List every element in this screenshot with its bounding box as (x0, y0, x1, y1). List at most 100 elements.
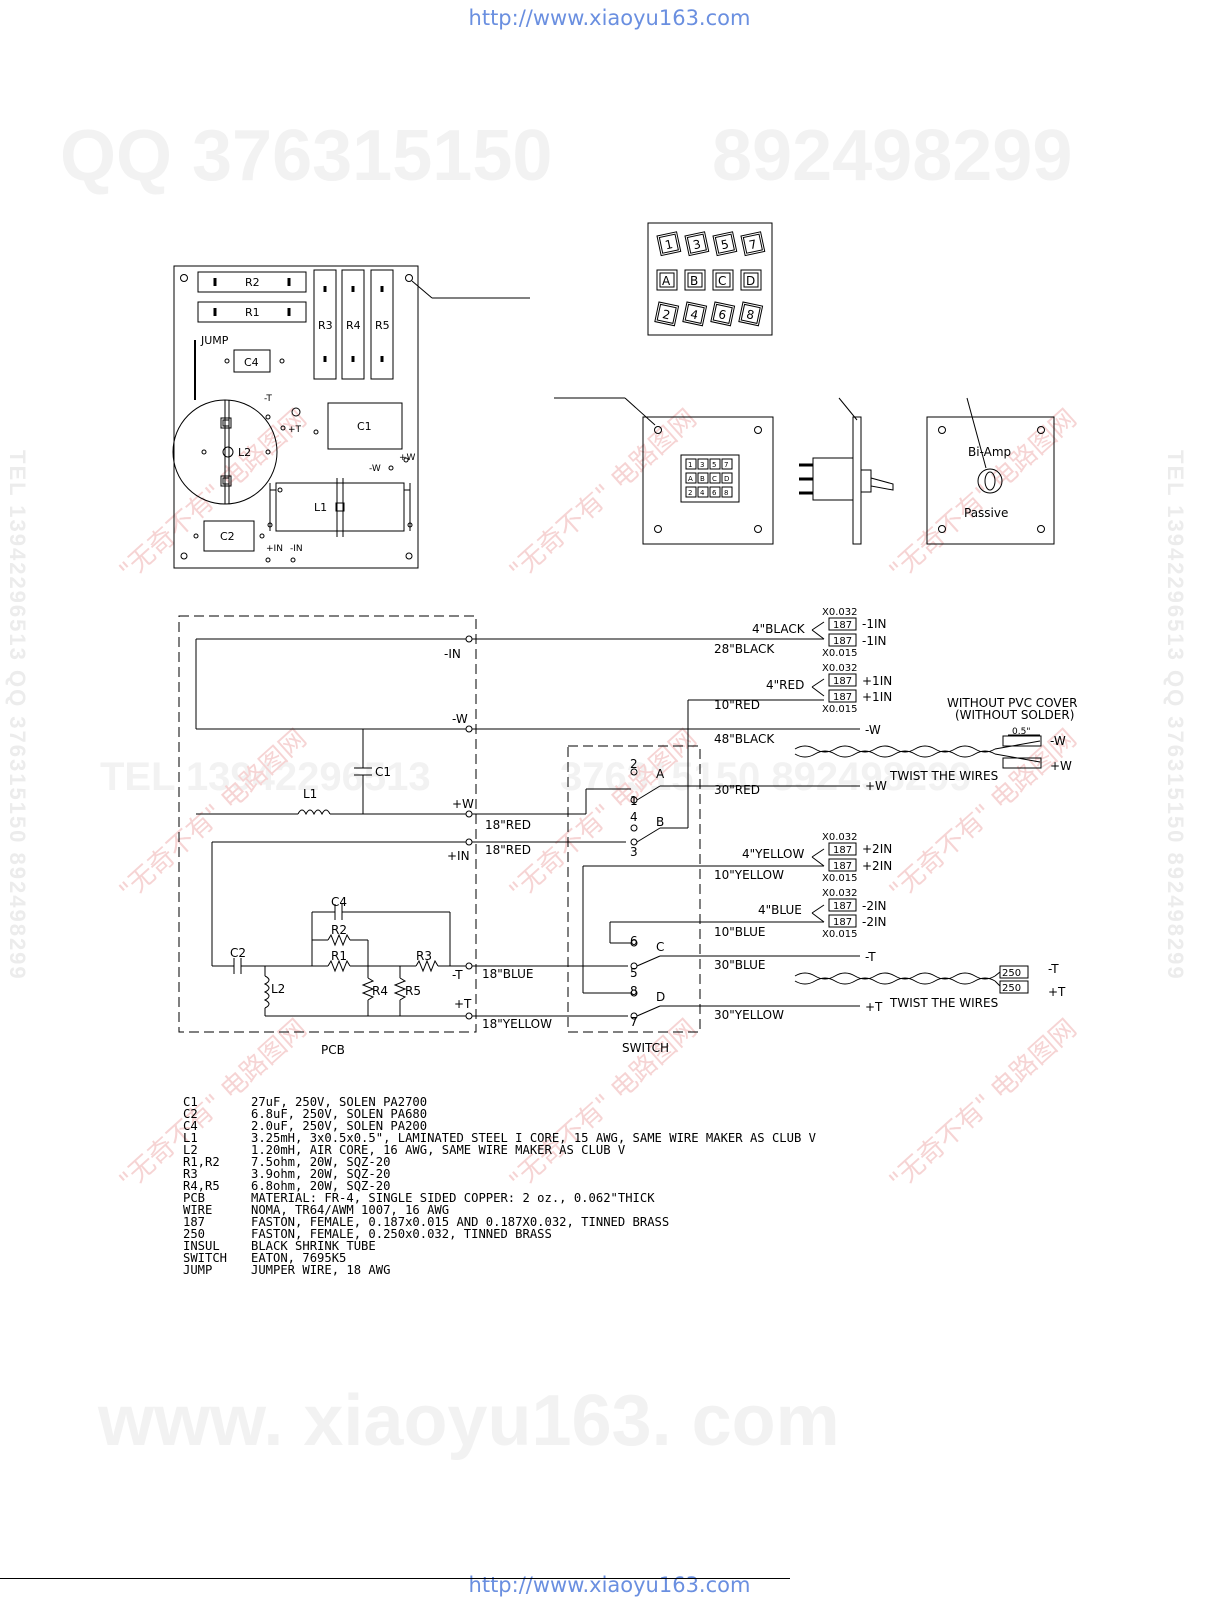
tb-label-3: 3 (692, 237, 702, 252)
without-solder: (WITHOUT SOLDER) (955, 708, 1074, 722)
part-ref: R1,R2 (183, 1155, 220, 1169)
sw-pin-6: 6 (630, 934, 638, 948)
watermark-qq-mid: 376315150 892498299 (560, 755, 972, 799)
pcb-c2 (203, 520, 255, 552)
sw-pin-7: 7 (630, 1015, 638, 1029)
part-ref: INSUL (183, 1239, 220, 1253)
part-desc: MATERIAL: FR-4, SINGLE SIDED COPPER: 2 o… (251, 1191, 655, 1205)
wire-4black: 4"BLACK (752, 622, 806, 636)
node-neg-w: -W (452, 712, 468, 726)
wire-30red: 30"RED (714, 783, 760, 797)
part-desc: JUMPER WIRE, 18 AWG (251, 1263, 391, 1277)
schematic (178, 615, 1042, 1033)
pcb-l1 (275, 482, 405, 532)
sw-pole-a: A (656, 767, 665, 781)
tb-label-a: A (662, 274, 671, 288)
tbs-label-5: 5 (712, 461, 716, 469)
tbs-label-1: 1 (688, 461, 692, 469)
watermark-qq-2: 892498299 (712, 116, 1073, 196)
f187-8: 187 (833, 917, 852, 928)
term-neg-2in-b: -2IN (862, 915, 886, 929)
tbs-label-c: C (712, 475, 717, 483)
part-ref: SWITCH (183, 1251, 228, 1265)
tb-label-b: B (690, 274, 698, 288)
without-pvc: WITHOUT PVC COVER (947, 696, 1078, 710)
faston-pos-1in (811, 673, 857, 703)
x032-2: X0.032 (822, 663, 857, 674)
watermark-qq-1: QQ 376315150 (60, 116, 553, 196)
wire-4red: 4"RED (766, 678, 804, 692)
f250-1: 250 (1002, 968, 1021, 979)
pcb-label-r3: R3 (318, 319, 333, 332)
pcb-label-neg-t: -T (264, 394, 272, 404)
footer-rule (0, 1578, 790, 1579)
f187-7: 187 (833, 901, 852, 912)
pcb-label-pos-in: +IN (266, 544, 283, 554)
sw-pole-c: C (656, 940, 664, 954)
sw-pin-3: 3 (630, 845, 638, 859)
tbs-label-4: 4 (700, 489, 705, 497)
f187-1: 187 (833, 620, 852, 631)
pcb-r2 (197, 271, 307, 293)
term-pos-2in-a: +2IN (862, 842, 892, 856)
term-neg-1in-a: -1IN (862, 617, 886, 631)
sw-pole-d: D (656, 990, 665, 1004)
sw-pin-4: 4 (630, 810, 638, 824)
wire-18red-2: 18"RED (485, 843, 531, 857)
tbs-label-7: 7 (724, 461, 728, 469)
out-neg-w: -W (865, 723, 881, 737)
pcb-r4 (341, 269, 365, 380)
tb-label-c: C (718, 274, 726, 288)
part-ref: L2 (183, 1143, 198, 1157)
node-neg-t: -T (452, 968, 463, 982)
header-url[interactable]: http://www.xiaoyu163.com (468, 6, 751, 30)
watermark-tel-mid: TEL 13942296513 (100, 755, 431, 799)
f250-2: 250 (1002, 983, 1021, 994)
part-ref: 250 (183, 1227, 206, 1241)
tw-pos-w: +W (1050, 759, 1072, 773)
sch-c4: C4 (331, 895, 347, 909)
panel-back (926, 397, 1055, 545)
wire-10red: 10"RED (714, 698, 760, 712)
terminal-block-small-labels: 1 3 5 7 A B C D 2 4 6 8 (685, 458, 733, 498)
term-pos-1in-a: +1IN (862, 674, 892, 688)
sw-pin-8: 8 (630, 984, 638, 998)
pcb-label-neg-in: -IN (290, 544, 303, 554)
part-ref: JUMP (183, 1263, 213, 1277)
part-desc: NOMA, TR64/AWM 1007, 16 AWG (251, 1203, 450, 1217)
pcb-label-l2: L2 (238, 446, 251, 459)
terminal-block-large (647, 222, 773, 336)
wire-18red-1: 18"RED (485, 818, 531, 832)
tbs-label-6: 6 (712, 489, 717, 497)
node-pos-w: +W (452, 797, 474, 811)
tb-label-2: 2 (661, 307, 671, 322)
pcb-label-pos-t: +T (288, 425, 302, 435)
switch-side-view (799, 397, 894, 545)
pcb-label-l1: L1 (314, 501, 327, 514)
out-pos-t: +T (865, 1000, 883, 1014)
node-neg-in: -IN (444, 647, 461, 661)
terminal-block-labels: 1 3 5 7 A B C D 2 4 6 8 (654, 231, 766, 327)
part-desc: FASTON, FEMALE, 0.187x0.015 AND 0.187X0.… (251, 1215, 670, 1229)
part-ref: L1 (183, 1131, 198, 1145)
pcb-r3 (313, 269, 337, 380)
faston-neg-1in (811, 617, 857, 647)
tw-pos-t: +T (1048, 985, 1066, 999)
sch-switch-label: SWITCH (622, 1041, 669, 1055)
panel-label-passive: Passive (964, 506, 1008, 520)
wire-18yellow: 18"YELLOW (482, 1017, 552, 1031)
sch-r2: R2 (331, 923, 347, 937)
node-pos-t: +T (454, 997, 472, 1011)
part-ref: PCB (183, 1191, 206, 1205)
pcb-c1 (327, 402, 403, 450)
sch-pcb-label: PCB (321, 1043, 345, 1057)
